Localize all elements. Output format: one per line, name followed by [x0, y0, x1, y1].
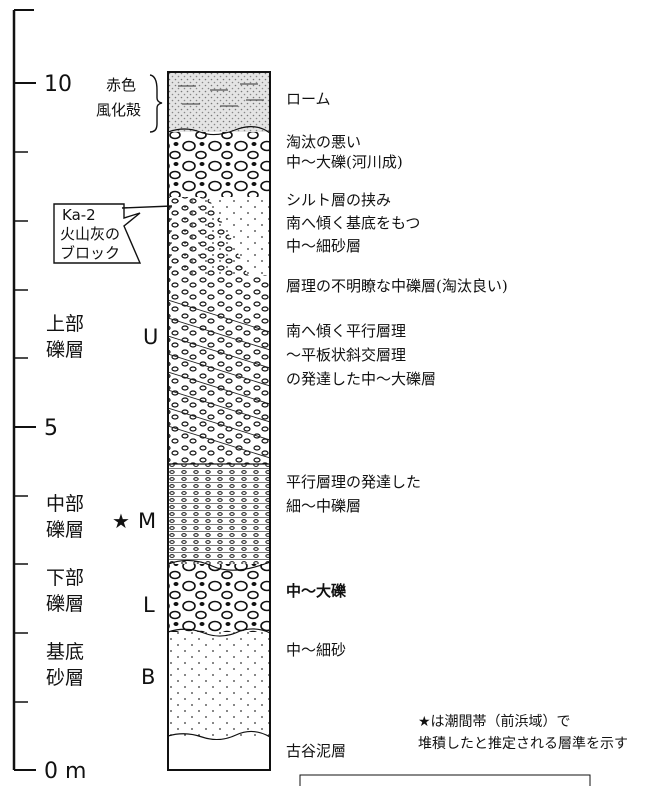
tephra-pointer [121, 205, 173, 209]
scale-label-0: 0 m [44, 759, 86, 784]
unit-name-line: 礫層 [46, 593, 84, 615]
crust-line: 赤色 [106, 76, 136, 94]
desc-medium-gravel: 層理の不明瞭な中礫層(淘汰良い) [286, 277, 508, 295]
unit-name-line: 礫層 [46, 339, 84, 361]
caption-box-edge [299, 774, 591, 786]
desc-cross-1: 南へ傾く平行層理 [286, 322, 406, 340]
desc-sand-3: 中～細砂層 [286, 237, 361, 255]
layer-coarse-gravel [168, 564, 270, 632]
desc-cross-2: ～平板状斜交層理 [286, 346, 406, 364]
unit-code-b: B [141, 665, 155, 689]
unit-lower-gravel: 下部 礫層 L [46, 567, 155, 617]
desc-mud: 古谷泥層 [286, 742, 346, 760]
scale-ticks [14, 9, 36, 771]
star-note: ★は潮間帯（前浜域）で 堆積したと推定される層準を示す [418, 713, 628, 752]
scale-minor-ticks [14, 151, 28, 703]
tephra-line: 火山灰の [60, 225, 120, 243]
scale-label-5: 5 [44, 416, 58, 441]
unit-name-line: 基底 [46, 641, 84, 663]
note-line: 堆積したと推定される層準を示す [418, 736, 628, 752]
tephra-line: Ka-2 [62, 206, 96, 224]
scale-label-10: 10 [44, 72, 72, 97]
unit-name-line: 下部 [46, 567, 84, 589]
column-outline [167, 71, 271, 771]
desc-fluvial-1: 淘汰の悪い [286, 133, 361, 151]
tephra-box [53, 203, 142, 264]
unit-basal-sand: 基底 砂層 B [46, 641, 155, 689]
desc-parallel-1: 平行層理の発達した [286, 473, 421, 491]
unit-name-line: 中部 [46, 493, 84, 515]
unit-middle-gravel: 中部 礫層 ★ M [46, 493, 156, 541]
crust-line: 風化殻 [96, 101, 141, 119]
desc-basal-sand: 中～細砂 [286, 641, 346, 659]
stratigraphic-column [168, 72, 270, 740]
desc-fluvial-2: 中～大礫(河川成) [286, 153, 403, 171]
layer-cross-bedded-gravel [168, 300, 270, 464]
layer-loam [168, 72, 270, 132]
unit-code-l: L [143, 593, 155, 617]
weathered-crust-label: 赤色 風化殻 [96, 74, 163, 133]
crust-brace [149, 74, 163, 133]
layer-mud [168, 736, 270, 740]
layer-basal-sand [168, 632, 270, 736]
desc-cross-3: の発達した中～大礫層 [286, 370, 436, 388]
tephra-block-callout: Ka-2 火山灰の ブロック [53, 203, 173, 264]
desc-sand-2: 南へ傾く基底をもつ [286, 214, 420, 232]
star-icon: ★ [112, 509, 130, 533]
unit-code-m: M [138, 509, 156, 533]
unit-upper-gravel: 上部 礫層 U [46, 313, 158, 361]
unit-name-line: 砂層 [46, 667, 84, 689]
layer-parallel-bedded [168, 464, 270, 564]
unit-name-line: 礫層 [46, 519, 84, 541]
layer-medium-gravel [168, 275, 270, 300]
note-line: ★は潮間帯（前浜域）で [418, 713, 571, 730]
lithology-descriptions: ローム 淘汰の悪い 中～大礫(河川成) シルト層の挟み 南へ傾く基底をもつ 中～… [286, 90, 508, 760]
tephra-line: ブロック [60, 244, 120, 262]
unit-name-line: 上部 [46, 313, 84, 335]
desc-loam: ローム [286, 90, 331, 108]
unit-code-u: U [143, 325, 158, 349]
desc-parallel-2: 細～中礫層 [286, 497, 361, 515]
desc-coarse-gravel: 中～大礫 [286, 582, 347, 600]
layer-gravel-fluvial [168, 132, 270, 197]
desc-sand-1: シルト層の挟み [286, 191, 391, 209]
